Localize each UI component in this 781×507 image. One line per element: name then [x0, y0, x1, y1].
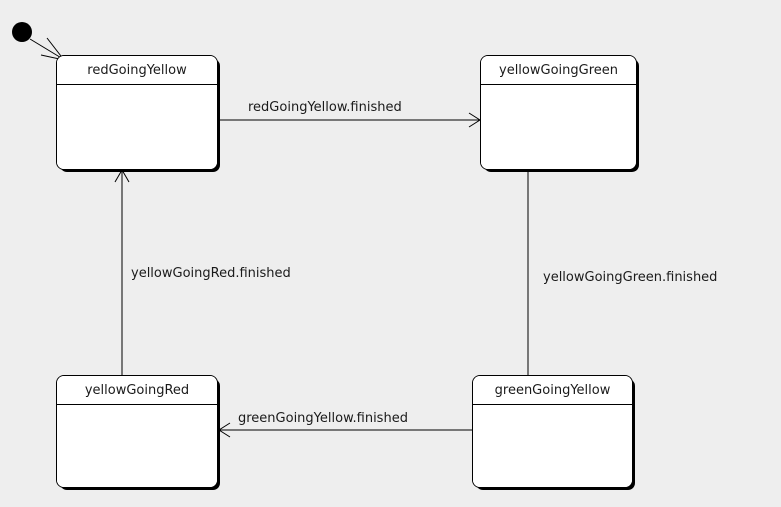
- edge-greenGoingYellow-to-yellowGoingRed[interactable]: [218, 422, 472, 438]
- edge-yellowGoingRed-to-redGoingYellow[interactable]: [114, 169, 130, 376]
- state-title-redGoingYellow: redGoingYellow: [57, 56, 217, 85]
- edge-label-redGoingYellow-finished: redGoingYellow.finished: [248, 100, 402, 115]
- state-node-redGoingYellow[interactable]: redGoingYellow: [56, 55, 218, 170]
- state-node-yellowGoingRed[interactable]: yellowGoingRed: [56, 375, 218, 488]
- state-body-greenGoingYellow: [473, 405, 632, 487]
- state-title-yellowGoingRed: yellowGoingRed: [57, 376, 217, 405]
- state-body-redGoingYellow: [57, 85, 217, 169]
- state-body-yellowGoingGreen: [481, 85, 636, 169]
- state-node-greenGoingYellow[interactable]: greenGoingYellow: [472, 375, 633, 488]
- edge-label-greenGoingYellow-finished: greenGoingYellow.finished: [238, 411, 408, 426]
- state-body-yellowGoingRed: [57, 405, 217, 487]
- initial-state-node[interactable]: [12, 22, 32, 42]
- state-node-yellowGoingGreen[interactable]: yellowGoingGreen: [480, 55, 637, 170]
- state-title-greenGoingYellow: greenGoingYellow: [473, 376, 632, 405]
- edge-redGoingYellow-to-yellowGoingGreen[interactable]: [219, 112, 481, 128]
- edge-yellowGoingGreen-to-greenGoingYellow[interactable]: [520, 171, 536, 396]
- state-title-yellowGoingGreen: yellowGoingGreen: [481, 56, 636, 85]
- edge-label-yellowGoingRed-finished: yellowGoingRed.finished: [131, 266, 291, 281]
- edge-label-yellowGoingGreen-finished: yellowGoingGreen.finished: [543, 270, 718, 285]
